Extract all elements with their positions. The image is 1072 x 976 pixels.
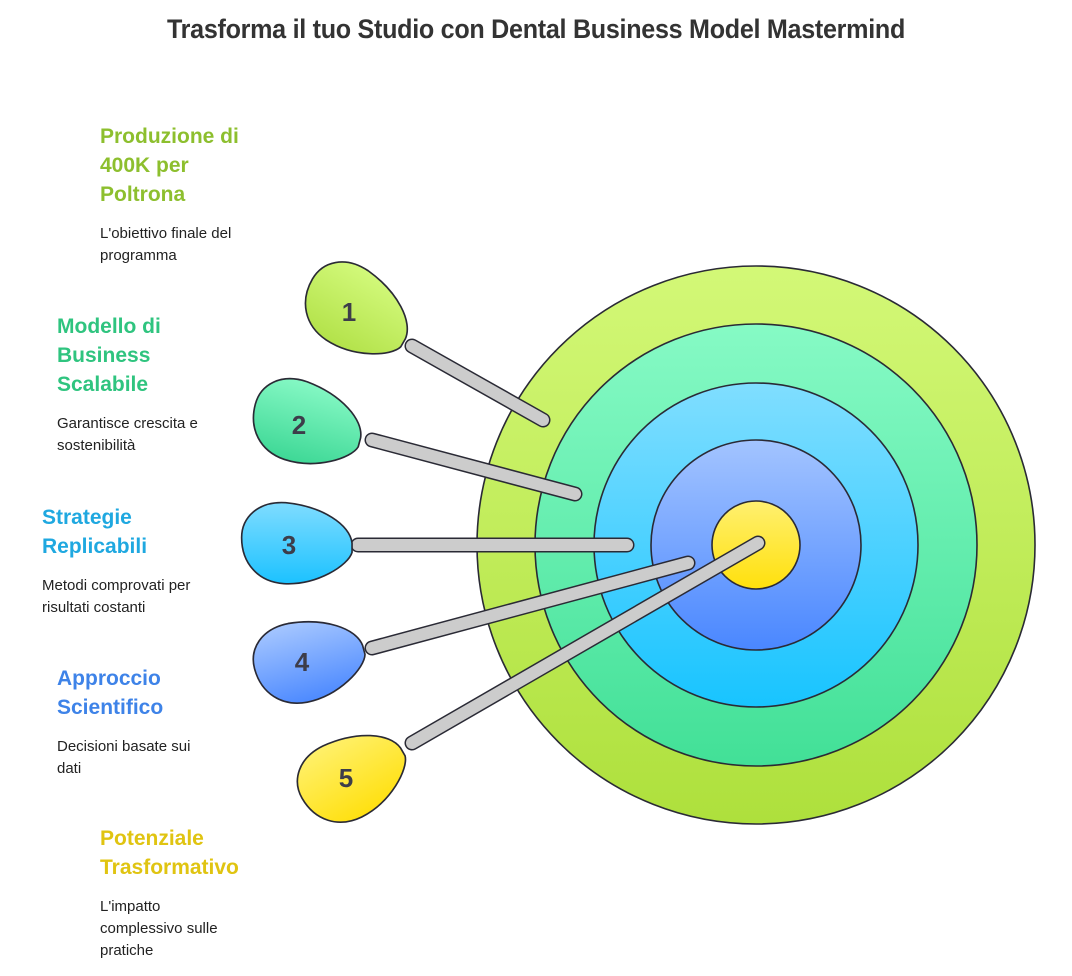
item-2: Modello di Business Scalabile Garantisce… bbox=[57, 312, 247, 457]
heading-line: Scalabile bbox=[57, 373, 149, 396]
page-title: Trasforma il tuo Studio con Dental Busin… bbox=[166, 14, 906, 44]
dart-2-number: 2 bbox=[292, 410, 306, 440]
dart-1-number: 1 bbox=[342, 297, 356, 327]
heading-line: Approccio bbox=[57, 667, 161, 690]
dart-3-number: 3 bbox=[282, 530, 296, 560]
description-line: Metodi comprovati per bbox=[42, 577, 191, 594]
item-5-heading: Potenziale Trasformativo bbox=[100, 824, 280, 882]
heading-line: Business bbox=[57, 344, 151, 367]
dart-3: 3 bbox=[240, 501, 635, 585]
description-line: risultati costanti bbox=[42, 599, 146, 616]
dart-2-head bbox=[252, 377, 362, 465]
item-3: Strategie Replicabili Metodi comprovati … bbox=[42, 503, 242, 619]
description-line: L'impatto bbox=[100, 898, 161, 915]
item-5: Potenziale Trasformativo L'impatto compl… bbox=[100, 824, 280, 962]
dart-2-stem bbox=[366, 434, 581, 500]
dart-5-head bbox=[296, 734, 407, 823]
heading-line: Scientifico bbox=[57, 696, 164, 719]
dart-3-head bbox=[240, 501, 353, 585]
description-line: sostenibilità bbox=[57, 437, 136, 454]
item-5-description: L'impatto complessivo sulle pratiche bbox=[100, 896, 280, 962]
dart-4-head bbox=[252, 621, 366, 704]
dart-1-stem bbox=[406, 340, 549, 426]
dart-1: 1 bbox=[304, 261, 551, 428]
darts: 1 2 3 4 5 bbox=[240, 261, 766, 823]
description-line: programma bbox=[100, 247, 177, 264]
heading-line: Modello di bbox=[57, 315, 161, 338]
description-line: dati bbox=[57, 760, 82, 777]
dart-5-number: 5 bbox=[339, 763, 353, 793]
heading-line: Trasformativo bbox=[100, 856, 239, 879]
heading-line: Poltrona bbox=[100, 183, 186, 206]
item-3-description: Metodi comprovati per risultati costanti bbox=[42, 575, 242, 619]
description-line: L'obiettivo finale del bbox=[100, 225, 232, 242]
heading-line: Produzione di bbox=[100, 125, 239, 148]
item-1-description: L'obiettivo finale del programma bbox=[100, 223, 280, 267]
item-1: Produzione di 400K per Poltrona L'obiett… bbox=[100, 122, 280, 267]
item-3-heading: Strategie Replicabili bbox=[42, 503, 242, 561]
description-line: pratiche bbox=[100, 942, 154, 959]
description-line: complessivo sulle bbox=[100, 920, 218, 937]
item-4: Approccio Scientifico Decisioni basate s… bbox=[57, 664, 247, 780]
dart-1-head bbox=[304, 261, 409, 355]
item-4-description: Decisioni basate sui dati bbox=[57, 736, 247, 780]
dart-4: 4 bbox=[252, 555, 696, 704]
dart-5: 5 bbox=[296, 535, 766, 823]
dart-4-number: 4 bbox=[295, 647, 310, 677]
item-2-description: Garantisce crescita e sostenibilità bbox=[57, 413, 247, 457]
dart-5-stem bbox=[406, 537, 764, 749]
dart-2: 2 bbox=[252, 377, 583, 502]
dart-4-stem bbox=[366, 557, 694, 654]
description-line: Garantisce crescita e bbox=[57, 415, 198, 432]
heading-line: 400K per bbox=[100, 154, 189, 177]
item-4-heading: Approccio Scientifico bbox=[57, 664, 247, 722]
item-2-heading: Modello di Business Scalabile bbox=[57, 312, 247, 399]
item-1-heading: Produzione di 400K per Poltrona bbox=[100, 122, 280, 209]
heading-line: Potenziale bbox=[100, 827, 204, 850]
heading-line: Replicabili bbox=[42, 535, 148, 558]
heading-line: Strategie bbox=[42, 506, 132, 529]
description-line: Decisioni basate sui bbox=[57, 738, 191, 755]
